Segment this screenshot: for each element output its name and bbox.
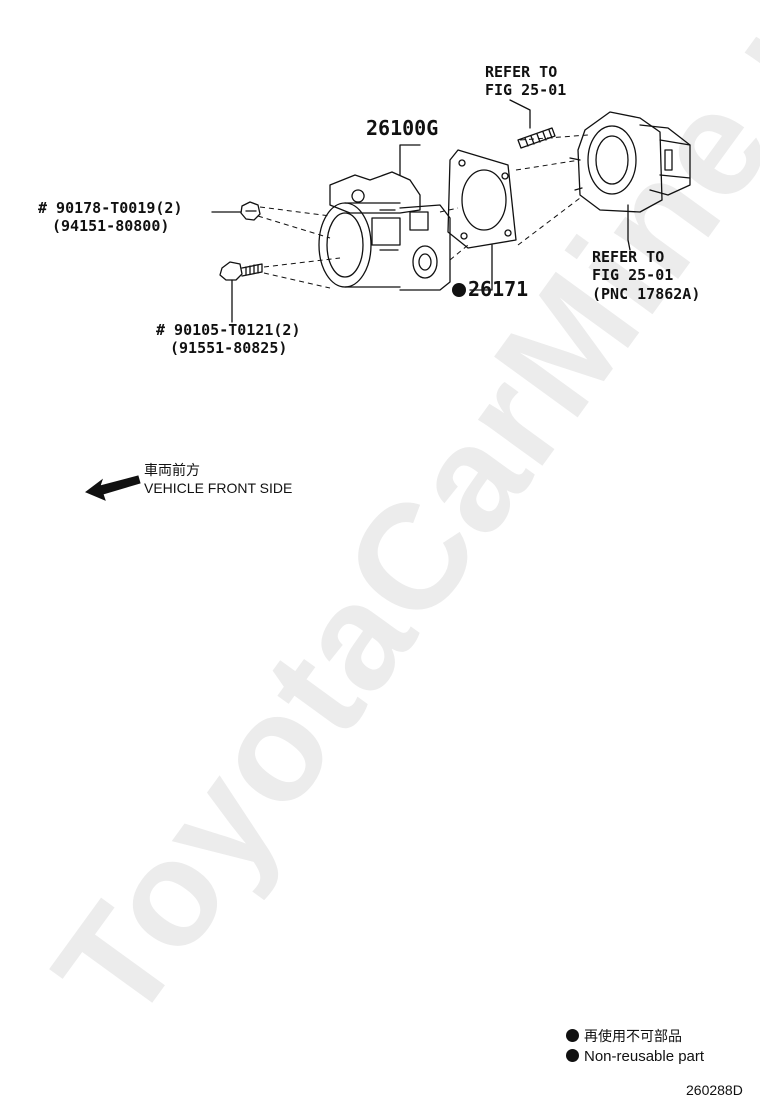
label-refer-top-2: FIG 25-01 bbox=[485, 81, 567, 99]
hex-bolt-icon bbox=[219, 261, 263, 323]
legend-dot-icon bbox=[566, 1049, 579, 1062]
label-26171-text: 26171 bbox=[468, 277, 529, 301]
gasket-icon bbox=[447, 149, 517, 291]
legend-text-jp: 再使用不可部品 bbox=[584, 1028, 682, 1044]
flange-nut-icon bbox=[211, 201, 261, 221]
label-bolt1-alt: (94151-80800) bbox=[52, 217, 170, 235]
label-26100g: 26100G bbox=[366, 116, 439, 140]
legend-row-en: Non-reusable part bbox=[566, 1049, 704, 1064]
label-26171: 26171 bbox=[452, 279, 528, 299]
non-reusable-dot-icon bbox=[452, 283, 466, 297]
front-direction-arrow bbox=[85, 475, 141, 501]
direction-label-jp: 車両前方 bbox=[144, 462, 200, 478]
stud-bolt-icon bbox=[509, 99, 556, 149]
figure-id: 260288D bbox=[686, 1082, 743, 1098]
legend-row-jp: 再使用不可部品 bbox=[566, 1029, 682, 1043]
label-refer-top-1: REFER TO bbox=[485, 63, 558, 81]
legend-text-en: Non-reusable part bbox=[584, 1048, 705, 1065]
throttle-body-icon bbox=[318, 144, 451, 291]
label-refer-right-3: (PNC 17862A) bbox=[592, 285, 701, 303]
label-refer-right-2: FIG 25-01 bbox=[592, 266, 674, 284]
label-bolt2-pnc: # 90105-T0121(2) bbox=[156, 321, 301, 339]
intake-housing-icon bbox=[569, 111, 691, 251]
direction-label-en: VEHICLE FRONT SIDE bbox=[144, 480, 293, 496]
legend-dot-icon bbox=[566, 1029, 579, 1042]
label-bolt2-alt: (91551-80825) bbox=[170, 339, 288, 357]
label-refer-right-1: REFER TO bbox=[592, 248, 665, 266]
label-bolt1-pnc: # 90178-T0019(2) bbox=[38, 199, 183, 217]
